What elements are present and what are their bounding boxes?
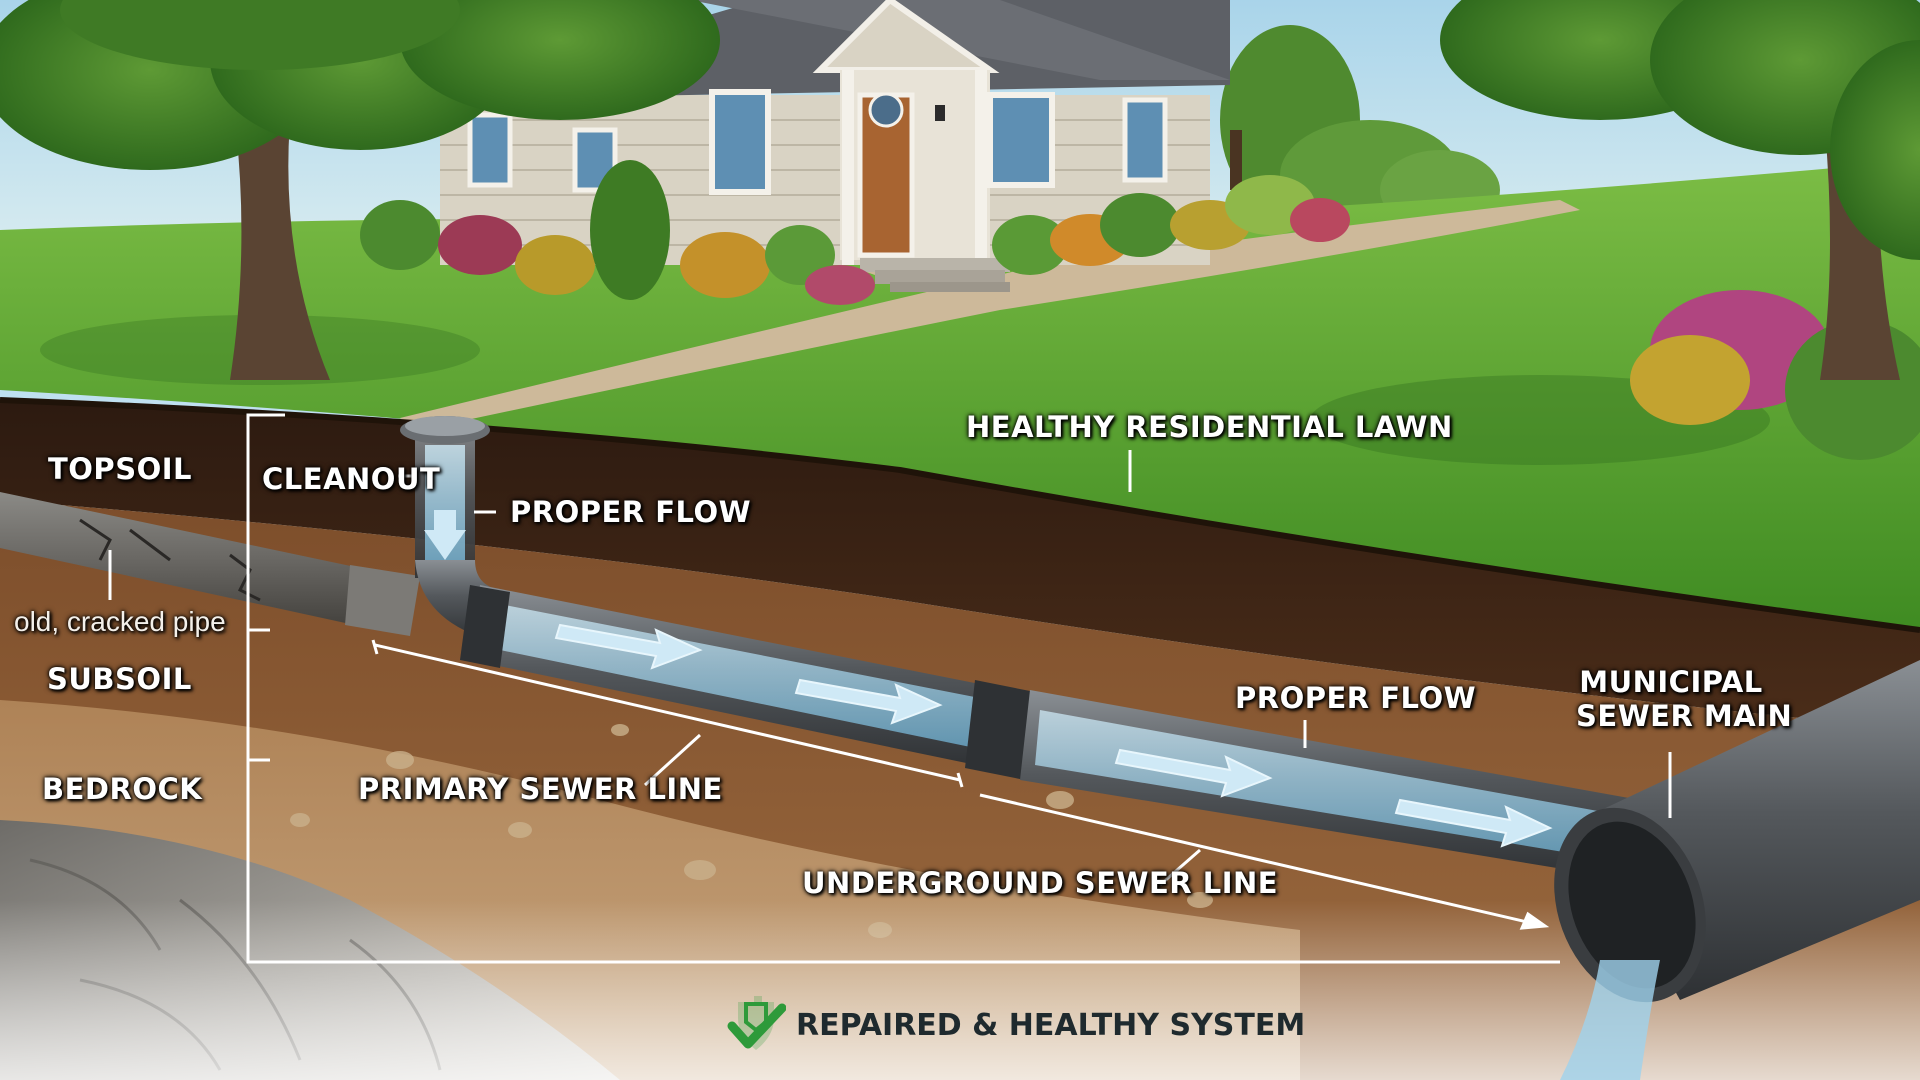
municipal-sewer-main-label: MUNICIPAL SEWER MAIN <box>1576 665 1793 733</box>
municipal-sewer-main <box>1554 660 1920 1080</box>
cleanout-label: CLEANOUT <box>262 462 441 496</box>
bedrock-label: BEDROCK <box>42 772 203 806</box>
old-pipe-label: old, cracked pipe <box>14 606 226 637</box>
topsoil-layer <box>0 400 1920 730</box>
status-badge: REPAIRED & HEALTHY SYSTEM <box>726 996 1305 1054</box>
topsoil-label: TOPSOIL <box>48 452 192 486</box>
primary-sewer-line-label: PRIMARY SEWER LINE <box>358 772 723 806</box>
proper-flow-mid-label: PROPER FLOW <box>1235 681 1477 715</box>
shrubs <box>360 160 1920 460</box>
municipal-label-line1: MUNICIPAL <box>1579 665 1763 699</box>
walkway <box>400 200 1580 430</box>
left-tree <box>0 0 720 380</box>
check-shield-icon <box>727 996 786 1050</box>
underground-sewer-line-label: UNDERGROUND SEWER LINE <box>802 866 1279 900</box>
right-tree <box>1440 0 1920 380</box>
healthy-lawn-label: HEALTHY RESIDENTIAL LAWN <box>966 410 1453 444</box>
cleanout-pipe <box>400 416 500 640</box>
lawn <box>0 160 1920 630</box>
status-badge-text: REPAIRED & HEALTHY SYSTEM <box>796 1008 1306 1043</box>
subsoil-label: SUBSOIL <box>47 662 192 696</box>
municipal-label-line2: SEWER MAIN <box>1576 699 1793 733</box>
callout-lines <box>108 413 1672 964</box>
old-cracked-pipe <box>0 492 420 636</box>
proper-flow-top-label: PROPER FLOW <box>510 495 752 529</box>
flow-arrows <box>554 623 1553 848</box>
